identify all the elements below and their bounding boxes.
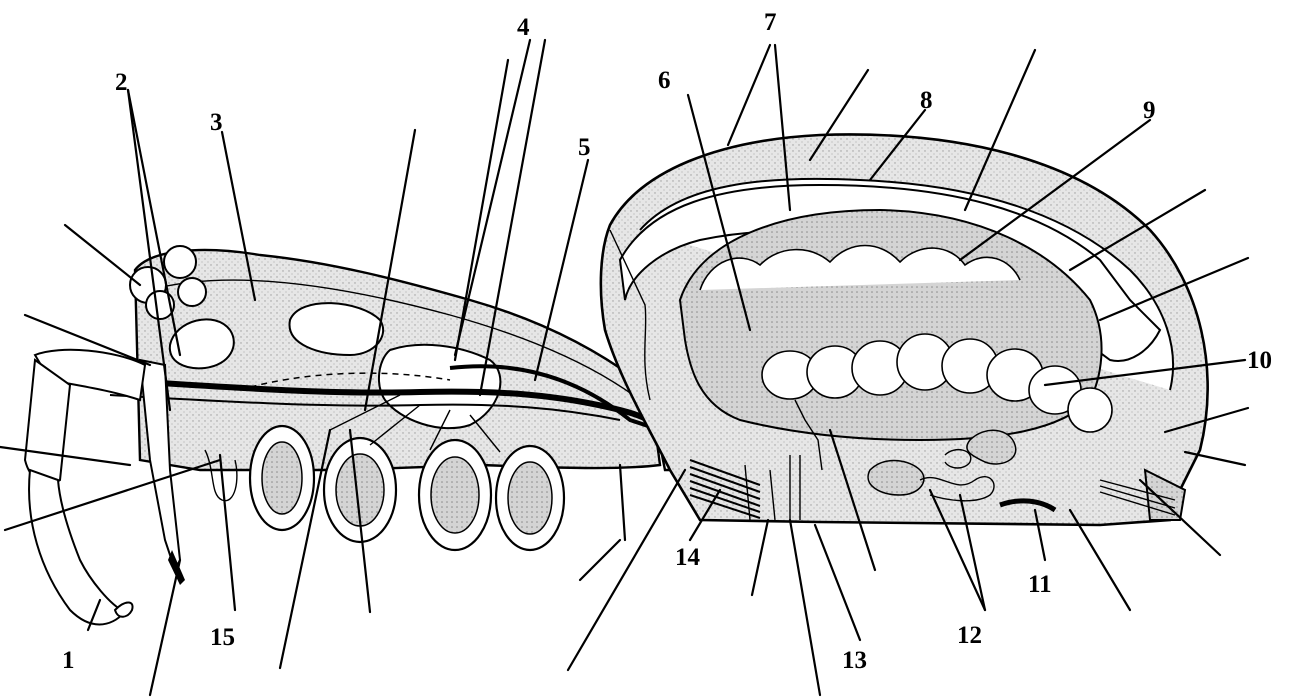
label-13: 13	[842, 647, 867, 674]
pedipalp-claw	[115, 603, 133, 617]
label-9: 9	[1143, 97, 1156, 124]
leg-coxa	[431, 457, 479, 533]
label-5: 5	[578, 134, 591, 161]
gonad	[868, 461, 924, 495]
label-4: 4	[517, 14, 530, 41]
pedipalp	[25, 350, 145, 625]
label-12: 12	[957, 622, 982, 649]
label-15: 15	[210, 624, 235, 651]
label-10: 10	[1247, 347, 1272, 374]
eye-icon	[164, 246, 196, 278]
leg-coxa	[508, 462, 552, 534]
leg-coxa	[262, 442, 302, 514]
pedipalp-segment	[29, 470, 125, 625]
abdomen	[601, 134, 1208, 525]
eye-icon	[178, 278, 206, 306]
label-11: 11	[1028, 571, 1052, 598]
label-7: 7	[764, 9, 777, 36]
label-6: 6	[658, 67, 671, 94]
label-14: 14	[675, 544, 701, 571]
label-2: 2	[115, 69, 128, 96]
label-1: 1	[62, 647, 75, 674]
label-3: 3	[210, 109, 223, 136]
label-8: 8	[920, 87, 933, 114]
